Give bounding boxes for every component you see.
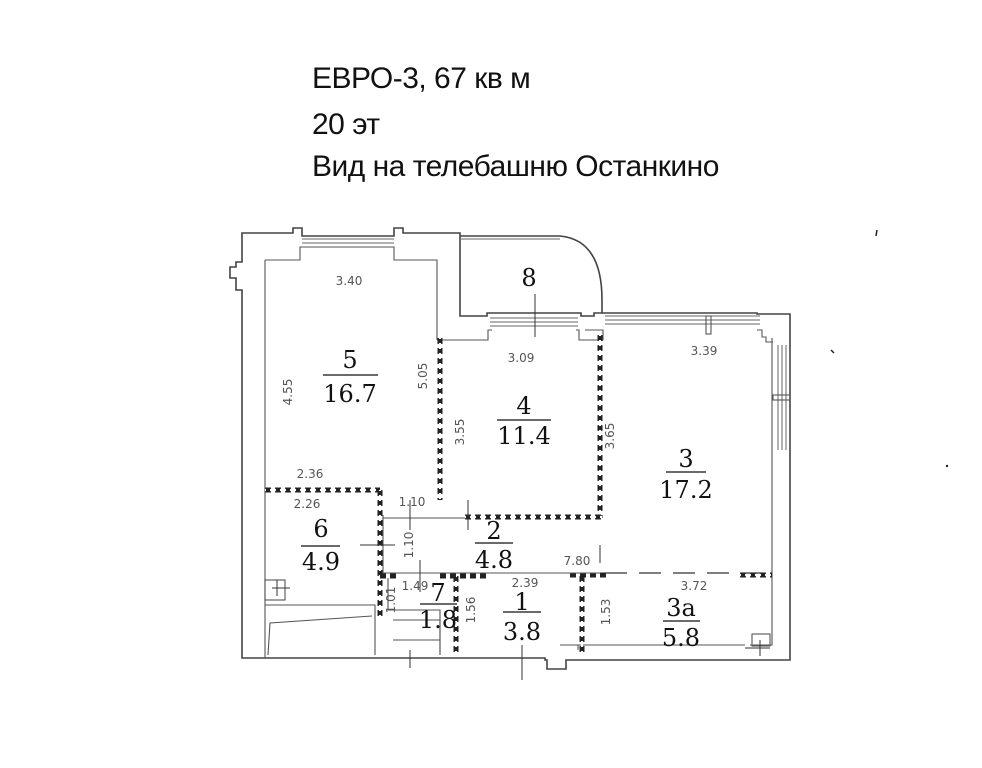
windows [302, 238, 791, 450]
svg-text:3.65: 3.65 [603, 423, 617, 450]
svg-text:1.53: 1.53 [599, 599, 613, 626]
svg-text:1.01: 1.01 [384, 587, 398, 614]
svg-text:3а: 3а [666, 594, 696, 622]
svg-text:5.05: 5.05 [416, 363, 430, 390]
svg-text:17.2: 17.2 [659, 476, 712, 504]
plan-title: ЕВРО-3, 67 кв м [312, 62, 531, 95]
room-label-2: 2 4.8 [475, 517, 513, 574]
svg-text:4: 4 [516, 392, 531, 420]
svg-text:2.39: 2.39 [512, 576, 539, 590]
room-label-6: 6 4.9 [301, 515, 340, 576]
svg-text:4.9: 4.9 [302, 548, 340, 576]
svg-text:4.55: 4.55 [281, 379, 295, 406]
room-label-4: 4 11.4 [497, 392, 551, 450]
room-label-7: 7 1.8 [419, 579, 457, 634]
svg-text:3.72: 3.72 [681, 579, 708, 593]
outer-walls [229, 227, 791, 670]
interior-walls [264, 515, 771, 656]
room-label-1: 1 3.8 [503, 588, 541, 646]
dimension-lines [272, 500, 772, 680]
svg-text:4.8: 4.8 [475, 546, 513, 574]
svg-text:7.80: 7.80 [564, 554, 591, 568]
svg-text:3.55: 3.55 [453, 419, 467, 446]
svg-text:1: 1 [514, 588, 529, 616]
svg-text:1.56: 1.56 [464, 597, 478, 624]
svg-text:3.39: 3.39 [691, 344, 718, 358]
floor-label: 20 эт [312, 108, 380, 141]
partitions [265, 335, 772, 655]
svg-text:7: 7 [430, 579, 445, 607]
dimension-labels: 3.40 4.55 5.05 2.36 3.09 3.55 3.65 3.39 … [281, 274, 717, 625]
svg-text:5: 5 [342, 346, 357, 374]
scan-artifacts [830, 229, 949, 468]
svg-text:1.10: 1.10 [399, 495, 426, 509]
svg-text:3: 3 [678, 445, 693, 473]
balcony-8 [460, 235, 603, 337]
svg-text:1.8: 1.8 [419, 606, 457, 634]
svg-text:1.10: 1.10 [402, 532, 416, 559]
svg-text:5.8: 5.8 [662, 624, 700, 652]
svg-text:3.40: 3.40 [336, 274, 363, 288]
svg-text:2.36: 2.36 [297, 467, 324, 481]
room-label-8: 8 [521, 264, 536, 292]
svg-text:16.7: 16.7 [323, 380, 376, 408]
svg-text:11.4: 11.4 [497, 422, 550, 450]
room-label-3: 3 17.2 [659, 445, 712, 504]
svg-text:2: 2 [486, 517, 501, 545]
view-description: Вид на телебашню Останкино [312, 150, 719, 183]
svg-text:3.09: 3.09 [508, 351, 535, 365]
svg-text:3.8: 3.8 [503, 618, 541, 646]
room-label-3a: 3а 5.8 [662, 594, 700, 652]
room-label-5: 5 16.7 [323, 346, 378, 408]
svg-text:2.26: 2.26 [294, 497, 321, 511]
svg-text:1.49: 1.49 [402, 579, 429, 593]
svg-text:6: 6 [313, 515, 328, 543]
svg-text:8: 8 [521, 264, 536, 292]
